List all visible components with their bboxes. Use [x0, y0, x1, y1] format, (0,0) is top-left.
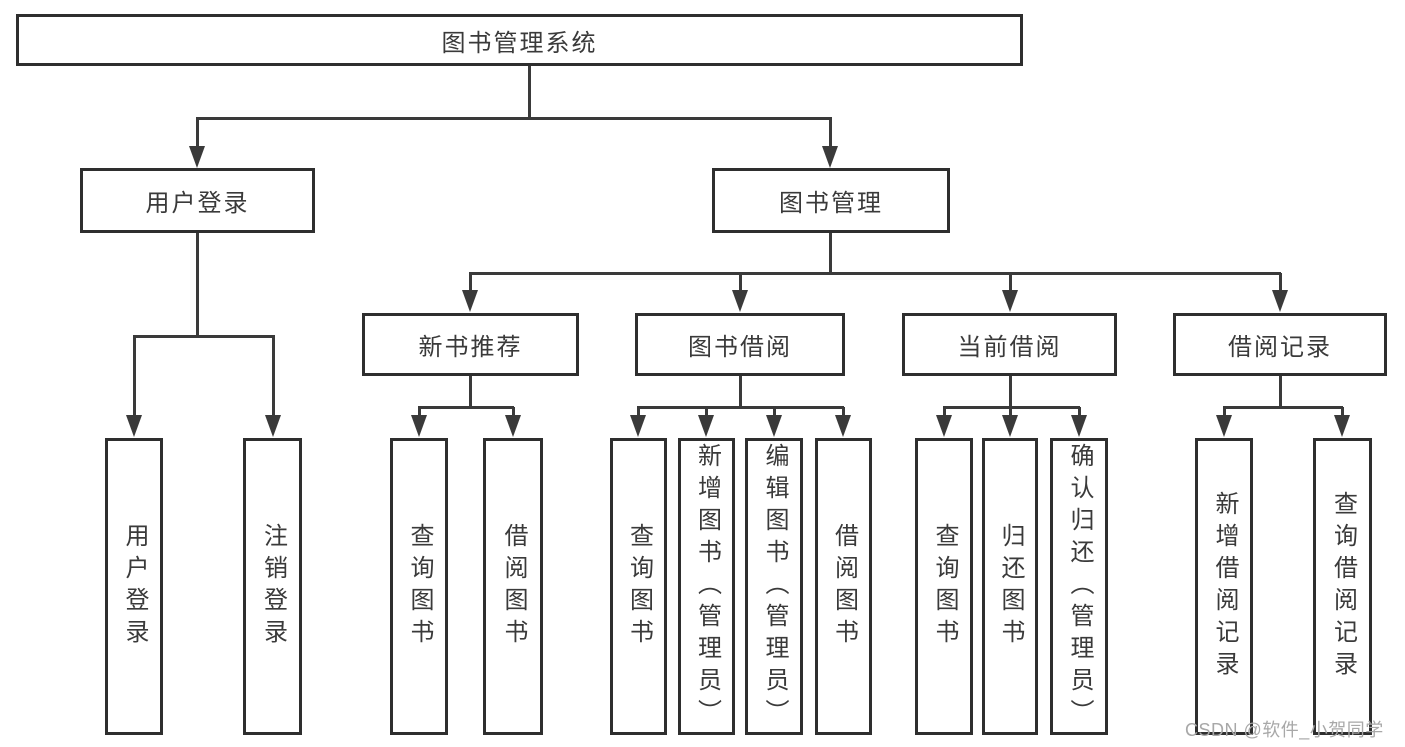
- leaf-return-book: 归还图书: [982, 438, 1038, 735]
- connector-line: [943, 406, 1080, 409]
- arrowhead-icon: [265, 415, 281, 437]
- node-label: 查询图书: [625, 522, 653, 651]
- arrowhead-icon: [1002, 290, 1018, 312]
- connector-line: [637, 406, 844, 409]
- node-label: 确认归还（管理员）: [1066, 442, 1093, 731]
- node-user-login: 用户登录: [80, 168, 315, 233]
- connector-line: [418, 407, 421, 419]
- node-label: 图书管理系统: [441, 29, 598, 57]
- connector-line: [512, 407, 515, 419]
- connector-line: [196, 118, 199, 150]
- connector-line: [469, 376, 472, 409]
- connector-line: [418, 406, 514, 409]
- leaf-borrow-books-recommend: 借阅图书: [483, 438, 543, 735]
- arrowhead-icon: [505, 415, 521, 437]
- node-label: 注销登录: [259, 522, 287, 651]
- node-label: 查询图书: [406, 522, 433, 651]
- arrowhead-icon: [1334, 415, 1350, 437]
- node-book-management: 图书管理: [712, 168, 950, 233]
- connector-line: [829, 118, 832, 150]
- arrowhead-icon: [732, 290, 748, 312]
- connector-line: [196, 233, 199, 338]
- arrowhead-icon: [462, 290, 478, 312]
- leaf-add-book-admin: 新增图书（管理员）: [678, 438, 735, 735]
- connector-line: [528, 66, 531, 120]
- connector-line: [1223, 407, 1226, 419]
- arrowhead-icon: [630, 415, 646, 437]
- leaf-query-books-recommend: 查询图书: [390, 438, 448, 735]
- arrowhead-icon: [1272, 290, 1288, 312]
- connector-line: [1009, 407, 1012, 419]
- connector-line: [637, 407, 640, 419]
- node-label: 借阅图书: [500, 522, 527, 651]
- connector-line: [943, 407, 946, 419]
- leaf-logout: 注销登录: [243, 438, 302, 735]
- connector-line: [133, 335, 275, 338]
- node-label: 借阅记录: [1228, 334, 1332, 361]
- node-label: 归还图书: [997, 522, 1024, 651]
- connector-line: [1009, 273, 1012, 294]
- node-label: 新增借阅记录: [1211, 490, 1238, 683]
- leaf-query-books-borrow: 查询图书: [610, 438, 667, 735]
- node-borrow-records: 借阅记录: [1173, 313, 1387, 376]
- node-label: 图书借阅: [688, 334, 792, 361]
- arrowhead-icon: [189, 146, 205, 168]
- connector-line: [469, 273, 472, 294]
- leaf-query-borrow-record: 查询借阅记录: [1313, 438, 1372, 735]
- arrowhead-icon: [698, 415, 714, 437]
- leaf-user-login: 用户登录: [105, 438, 163, 735]
- arrowhead-icon: [822, 146, 838, 168]
- node-new-book-recommend: 新书推荐: [362, 313, 579, 376]
- arrowhead-icon: [766, 415, 782, 437]
- connector-line: [829, 233, 832, 275]
- watermark: CSDN @软件_小贺同学: [1185, 720, 1384, 740]
- arrowhead-icon: [936, 415, 952, 437]
- connector-line: [1279, 273, 1282, 294]
- connector-line: [842, 407, 845, 419]
- connector-line: [1279, 376, 1282, 409]
- node-label: 查询借阅记录: [1329, 490, 1357, 683]
- connector-line: [196, 117, 832, 120]
- arrowhead-icon: [1216, 415, 1232, 437]
- connector-line: [739, 376, 742, 409]
- arrowhead-icon: [835, 415, 851, 437]
- node-library-system: 图书管理系统: [16, 14, 1023, 66]
- node-label: 编辑图书（管理员）: [761, 442, 788, 731]
- connector-line: [133, 336, 136, 419]
- connector-line: [739, 273, 742, 294]
- node-label: 当前借阅: [957, 334, 1062, 361]
- node-label: 图书管理: [779, 190, 883, 217]
- leaf-add-borrow-record: 新增借阅记录: [1195, 438, 1253, 735]
- connector-line: [705, 407, 708, 419]
- arrowhead-icon: [411, 415, 427, 437]
- leaf-confirm-return-admin: 确认归还（管理员）: [1050, 438, 1108, 735]
- node-label: 新增图书（管理员）: [693, 442, 721, 731]
- arrowhead-icon: [126, 415, 142, 437]
- leaf-query-books-current: 查询图书: [915, 438, 973, 735]
- leaf-borrow-books: 借阅图书: [815, 438, 872, 735]
- node-label: 新书推荐: [418, 334, 523, 361]
- node-label: 用户登录: [121, 522, 148, 651]
- arrowhead-icon: [1002, 415, 1018, 437]
- connector-line: [773, 407, 776, 419]
- arrowhead-icon: [1071, 415, 1087, 437]
- leaf-edit-book-admin: 编辑图书（管理员）: [745, 438, 803, 735]
- connector-line: [1341, 407, 1344, 419]
- node-label: 查询图书: [931, 522, 958, 651]
- node-book-borrow: 图书借阅: [635, 313, 845, 376]
- connector-line: [1009, 376, 1012, 409]
- connector-line: [469, 272, 1281, 275]
- node-label: 用户登录: [145, 190, 250, 217]
- connector-line: [272, 336, 275, 419]
- connector-line: [1223, 406, 1343, 409]
- connector-line: [1078, 407, 1081, 419]
- node-current-borrow: 当前借阅: [902, 313, 1117, 376]
- node-label: 借阅图书: [830, 522, 858, 651]
